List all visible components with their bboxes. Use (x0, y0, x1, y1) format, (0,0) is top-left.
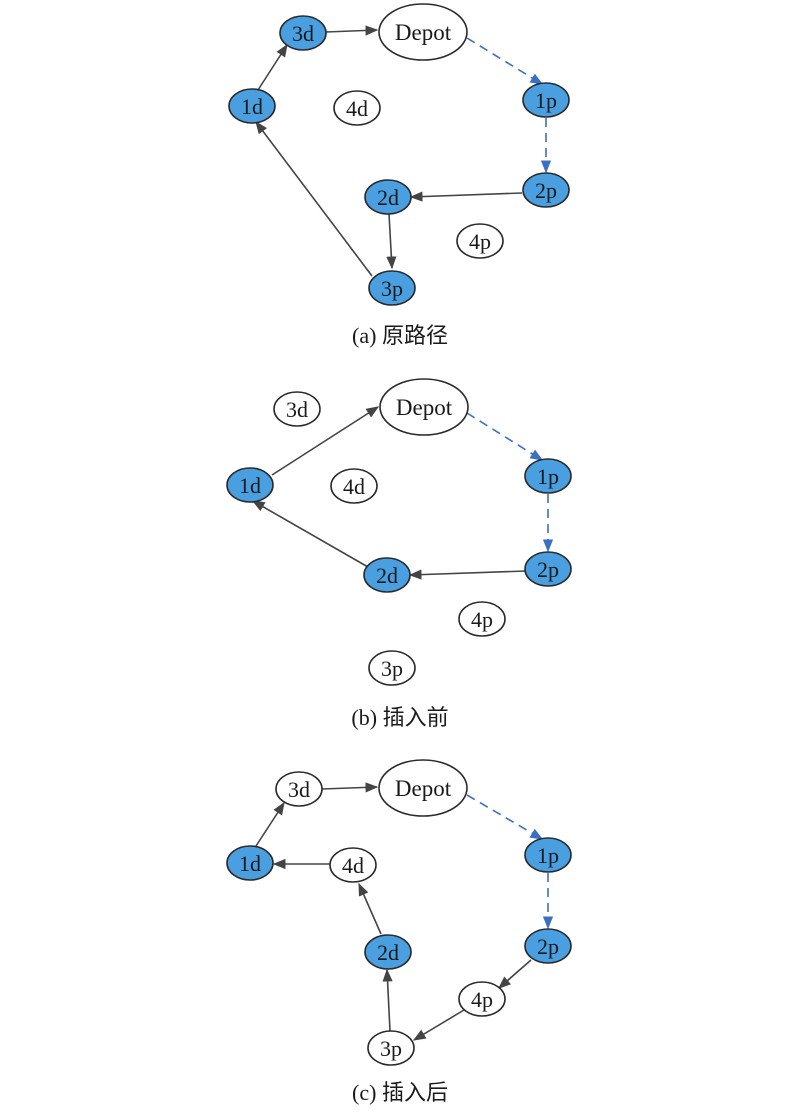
edge-2p-2d (409, 191, 523, 202)
edge-depot-1p (466, 794, 544, 840)
svg-text:2p: 2p (537, 557, 559, 582)
svg-text:4d: 4d (342, 853, 364, 878)
node-depot: Depot (378, 3, 468, 61)
panel-a: Depot 3d 1d 4d 1p 2p 2d 4p (228, 3, 570, 348)
edge-2d-1d (251, 500, 369, 568)
node-3d: 3d (275, 771, 323, 807)
node-3d: 3d (273, 391, 321, 427)
edge-3d-depot (321, 782, 379, 793)
panel-c: Depot 3d 1d 4d 1p 2p 2d 4p (226, 759, 572, 1105)
node-1d: 1d (226, 845, 274, 881)
svg-text:3d: 3d (286, 397, 308, 422)
svg-text:3d: 3d (292, 21, 314, 46)
svg-text:2d: 2d (377, 940, 399, 965)
svg-text:4p: 4p (469, 229, 491, 254)
edge-4p-3p (412, 1009, 465, 1041)
node-1d: 1d (226, 467, 274, 503)
edge-1d-3d (257, 43, 288, 91)
node-2p: 2p (524, 551, 572, 587)
node-4d: 4d (330, 468, 378, 504)
node-3d: 3d (279, 15, 327, 51)
svg-text:4p: 4p (471, 987, 493, 1012)
edge-3d-depot (325, 25, 379, 36)
svg-text:Depot: Depot (396, 395, 453, 420)
node-1p: 1p (522, 82, 570, 118)
svg-text:1p: 1p (537, 843, 559, 868)
edge-2d-4d (358, 882, 382, 935)
node-2d: 2d (364, 934, 412, 970)
svg-text:4p: 4p (471, 607, 493, 632)
svg-text:3p: 3p (380, 1036, 402, 1061)
node-4d: 4d (329, 847, 377, 883)
svg-text:1d: 1d (239, 851, 261, 876)
edge-3p-2d (382, 968, 393, 1032)
node-3p: 3p (367, 1030, 415, 1066)
svg-text:1d: 1d (241, 94, 263, 119)
node-2p: 2p (524, 928, 572, 964)
panel-b: Depot 3d 1d 4d 1p 2p 2d 4p (226, 378, 572, 730)
edge-depot-1p (466, 37, 544, 85)
svg-text:2p: 2p (537, 934, 559, 959)
svg-text:3p: 3p (381, 276, 403, 301)
node-4p: 4p (458, 981, 506, 1017)
node-4p: 4p (456, 223, 504, 259)
svg-text:Depot: Depot (395, 776, 452, 801)
svg-text:3p: 3p (381, 656, 403, 681)
node-1p: 1p (524, 837, 572, 873)
svg-text:4d: 4d (346, 96, 368, 121)
node-2p: 2p (522, 172, 570, 208)
node-1d: 1d (228, 88, 276, 124)
edge-2p-4p (498, 959, 532, 989)
svg-text:1d: 1d (239, 473, 261, 498)
caption-b: (b) 插入前 (351, 705, 448, 730)
edge-depot-1p (466, 412, 544, 461)
node-depot: Depot (379, 378, 469, 436)
node-1p: 1p (524, 458, 572, 494)
caption-a: (a) 原路径 (352, 323, 448, 348)
svg-text:2p: 2p (535, 178, 557, 203)
svg-text:3d: 3d (288, 777, 310, 802)
node-depot: Depot (378, 759, 468, 817)
edge-3p-1d (255, 120, 373, 277)
caption-c: (c) 插入后 (352, 1080, 448, 1105)
svg-text:1p: 1p (537, 464, 559, 489)
edge-1d-depot (271, 406, 380, 476)
node-2d: 2d (364, 179, 412, 215)
edge-1d-3d (255, 801, 285, 847)
node-4d: 4d (333, 90, 381, 126)
svg-text:2d: 2d (377, 185, 399, 210)
edge-2d-3p (386, 213, 397, 270)
node-2d: 2d (363, 557, 411, 593)
edge-2p-2d (408, 569, 527, 580)
svg-text:4d: 4d (343, 474, 365, 499)
node-3p: 3p (368, 650, 416, 686)
svg-text:1p: 1p (535, 88, 557, 113)
svg-text:Depot: Depot (395, 20, 452, 45)
node-3p: 3p (368, 270, 416, 306)
node-4p: 4p (458, 601, 506, 637)
svg-text:2d: 2d (376, 563, 398, 588)
